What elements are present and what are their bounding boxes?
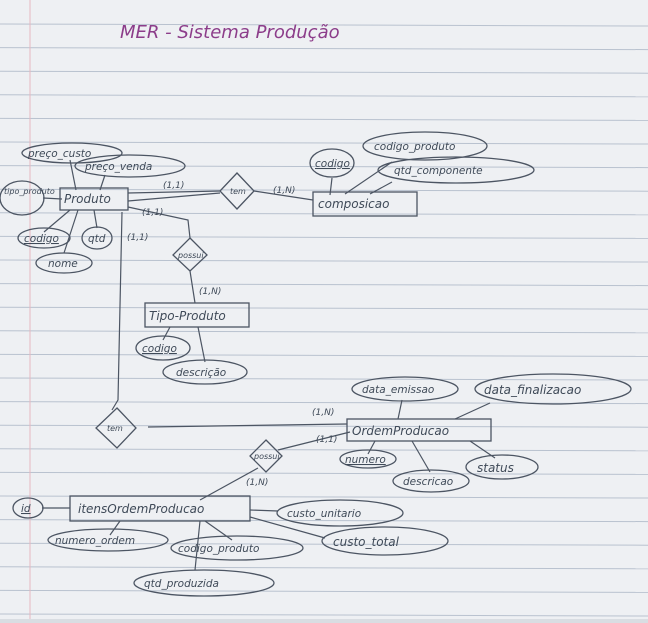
svg-text:qtd_componente: qtd_componente xyxy=(394,165,483,177)
ruled-line xyxy=(0,471,648,475)
svg-text:codigo: codigo xyxy=(142,343,177,355)
ruled-line xyxy=(0,330,648,334)
ruled-line xyxy=(0,117,648,121)
attribute-data-finalizacao: data_finalizacao xyxy=(474,373,632,405)
ruled-line xyxy=(0,23,648,27)
cardinality-label: (1,N) xyxy=(312,408,334,418)
ruled-line xyxy=(0,424,648,428)
svg-text:preço_venda: preço_venda xyxy=(84,161,152,173)
relationship-label: possui xyxy=(177,251,204,260)
entity-produto: Produto xyxy=(59,187,129,211)
diagram-title: MER - Sistema Produção xyxy=(120,22,340,43)
relationship-tem-composicao: tem xyxy=(219,172,255,210)
svg-text:qtd: qtd xyxy=(88,233,106,245)
ruled-line xyxy=(0,401,648,405)
cardinality-label: (1,N) xyxy=(273,186,295,196)
entity-ordem-producao: OrdemProducao xyxy=(346,418,492,442)
ruled-line xyxy=(0,212,648,216)
attribute-qtd-componente: qtd_componente xyxy=(377,156,535,184)
ruled-line xyxy=(0,188,648,192)
relationship-possui-tipo: possui xyxy=(172,237,208,272)
svg-text:numero_ordem: numero_ordem xyxy=(55,535,135,547)
svg-text:tipo_produto: tipo_produto xyxy=(4,187,55,196)
ruled-line xyxy=(0,589,648,593)
attribute-codigo-produto-key: codigo xyxy=(17,227,71,249)
relationship-tem-ordem: tem xyxy=(95,407,137,449)
attribute-data-emissao: data_emissao xyxy=(351,376,459,402)
cardinality-label: (1,N) xyxy=(246,478,268,488)
entity-label: Tipo-Produto xyxy=(149,309,226,323)
attribute-id-key: id xyxy=(12,497,44,519)
attribute-descricao-ordem: descricao xyxy=(392,469,470,493)
attribute-preco-custo: preço_custo xyxy=(21,142,123,164)
cardinality-label: (1,N) xyxy=(199,287,221,297)
attribute-codigo-tipo-key: codigo xyxy=(135,335,191,361)
ruled-line xyxy=(0,235,648,239)
entity-label: Produto xyxy=(64,192,111,206)
attribute-codigo-produto-comp: codigo_produto xyxy=(362,131,488,161)
entity-label: itensOrdemProducao xyxy=(78,502,204,516)
attribute-descricao-tipo: descrição xyxy=(162,359,248,385)
relationship-label: tem xyxy=(107,424,123,433)
svg-text:numero: numero xyxy=(345,454,386,466)
entity-label: OrdemProducao xyxy=(352,424,449,438)
ruled-line xyxy=(0,377,648,381)
ruled-line xyxy=(0,47,648,51)
svg-text:nome: nome xyxy=(48,258,78,270)
entity-tipo-produto: Tipo-Produto xyxy=(144,302,250,328)
ruled-line xyxy=(0,141,648,145)
entity-composicao: composicao xyxy=(312,191,418,217)
attribute-custo-unitario: custo_unitario xyxy=(276,499,404,527)
svg-text:qtd_produzida: qtd_produzida xyxy=(144,578,219,590)
entity-label: composicao xyxy=(318,197,389,211)
svg-text:codigo: codigo xyxy=(24,233,59,245)
cardinality-label: (1,1) xyxy=(142,208,163,218)
relationship-label: tem xyxy=(230,187,246,196)
ruled-line xyxy=(0,519,648,523)
ruled-line xyxy=(0,306,648,310)
svg-text:descricao: descricao xyxy=(403,476,453,488)
entity-itens-ordem-producao: itensOrdemProducao xyxy=(69,495,251,522)
relationship-possui-itens: possui xyxy=(249,439,283,473)
svg-text:data_finalizacao: data_finalizacao xyxy=(484,383,581,397)
attribute-codigo-produto-item: codigo_produto xyxy=(170,535,304,561)
svg-text:codigo_produto: codigo_produto xyxy=(374,141,455,153)
ruled-lines xyxy=(0,23,648,617)
svg-text:custo_unitario: custo_unitario xyxy=(287,508,361,520)
svg-text:status: status xyxy=(477,461,514,475)
attribute-numero-key: numero xyxy=(339,449,397,469)
ruled-line xyxy=(0,283,648,287)
cardinality-label: (1,1) xyxy=(163,181,184,191)
svg-text:descrição: descrição xyxy=(176,367,226,379)
attribute-codigo-composicao-key: codigo xyxy=(309,148,355,178)
svg-text:custo_total: custo_total xyxy=(333,535,400,549)
cardinality-label: (1,1) xyxy=(127,233,148,243)
attribute-preco-venda: preço_venda xyxy=(74,154,186,178)
ruled-line xyxy=(0,165,648,169)
attribute-custo-total: custo_total xyxy=(321,526,449,556)
attribute-tipo-produto: tipo_produto xyxy=(0,180,55,216)
ruled-line xyxy=(0,70,648,74)
attribute-qtd-produzida: qtd_produzida xyxy=(133,569,275,597)
relationship-label: possui xyxy=(253,452,280,461)
ruled-line xyxy=(0,353,648,357)
ruled-line xyxy=(0,613,648,617)
attribute-numero-ordem: numero_ordem xyxy=(47,528,169,552)
ruled-line xyxy=(0,448,648,452)
attribute-nome: nome xyxy=(35,252,93,274)
ruled-line xyxy=(0,94,648,98)
ruled-line xyxy=(0,566,648,570)
cardinality-label: (1,1) xyxy=(316,435,337,445)
attribute-qtd: qtd xyxy=(81,226,113,250)
attribute-status: status xyxy=(465,454,539,480)
ruled-line xyxy=(0,259,648,263)
svg-text:codigo_produto: codigo_produto xyxy=(178,543,259,555)
svg-text:id: id xyxy=(21,503,31,515)
svg-text:data_emissao: data_emissao xyxy=(362,384,434,396)
svg-text:codigo: codigo xyxy=(315,158,350,170)
connectors xyxy=(42,159,496,571)
svg-text:preço_custo: preço_custo xyxy=(27,148,91,160)
